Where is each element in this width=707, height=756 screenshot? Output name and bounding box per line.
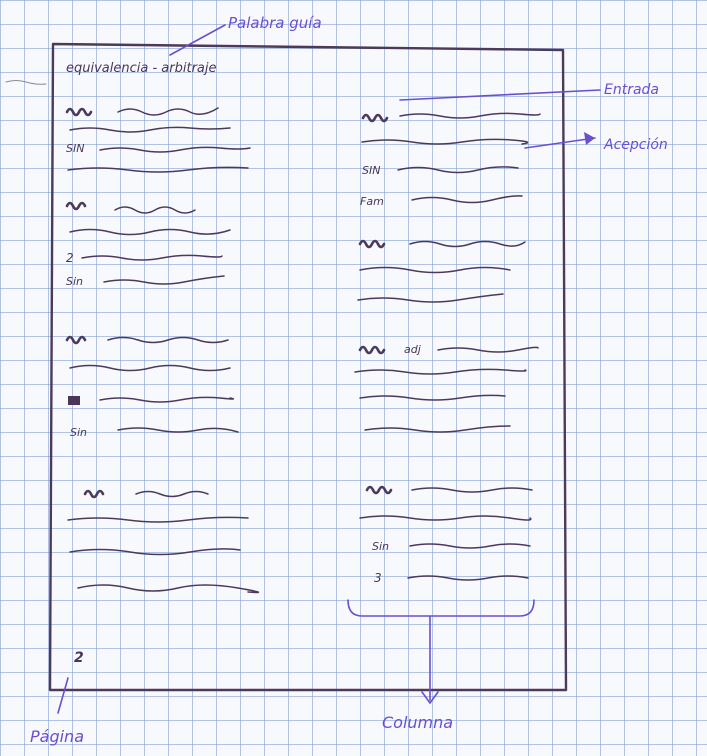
family-label: Fam [360,195,384,208]
sense-number: 2 [66,251,74,265]
definition-line [409,240,526,248]
entry-headword [65,201,87,211]
definition-line [67,516,249,523]
definition-line [103,275,225,285]
definition-line [357,293,504,303]
guide-word-label: Palabra guía [228,14,322,32]
definition-line [69,126,231,133]
column-label: Columna [382,713,453,732]
definition-line [99,396,235,403]
entry-headword [365,485,393,495]
right-column: SIN Fam adj Sin 3 [354,112,541,585]
entry-headword [65,335,87,345]
definition-line [117,427,239,433]
entry-label: Entrada [604,82,659,98]
sense-label: Acepción [603,137,668,153]
definition-line [411,487,533,493]
definition-line [407,575,529,581]
page-label: Página [30,727,84,746]
definition-line [69,364,231,372]
page-frame [48,42,568,692]
page-arrow [57,677,69,714]
definition-line [354,368,527,375]
definition-line [361,138,529,145]
entry-headword [65,107,93,117]
column-brace [347,599,535,617]
guide-word-arrow [169,24,226,56]
sense-number: 3 [374,571,382,585]
definition-line [107,336,229,344]
entry-headword [358,239,386,249]
syn-label: Sin [66,275,83,288]
syn-label: SIN [66,142,84,155]
definition-line [409,543,531,549]
definition-line [69,548,241,556]
definition-line [77,584,260,594]
definition-line [114,206,196,214]
margin-smudge [5,80,47,85]
sense-arrowhead [584,132,595,145]
definition-line [99,146,251,153]
definition-line [364,425,511,433]
definition-line [359,394,506,401]
syn-label: Sin [70,426,87,439]
column-arrowhead [421,691,439,705]
definition-line [359,515,532,521]
page-number: 2 [74,650,84,666]
definition-line [81,254,223,261]
definition-line [359,266,511,274]
definition-line [399,112,541,119]
adjective-label: adj [404,343,422,356]
left-column: SIN 2 Sin Sin [65,107,260,594]
syn-label: SIN [362,164,380,177]
definition-line [67,166,249,173]
entry-arrow [399,89,601,101]
sense-arrow [524,137,596,149]
definition-line [135,490,209,498]
entry-headword [361,113,389,123]
definition-line [69,228,231,236]
entry-headword [358,345,386,355]
sense-mark [68,396,80,405]
definition-line [397,166,519,174]
syn-label: Sin [372,540,389,553]
definition-line [411,195,523,204]
entry-headword [83,489,105,499]
guide-words: equivalencia - arbitraje [66,61,216,76]
definition-line [117,107,219,116]
definition-line [437,346,539,353]
